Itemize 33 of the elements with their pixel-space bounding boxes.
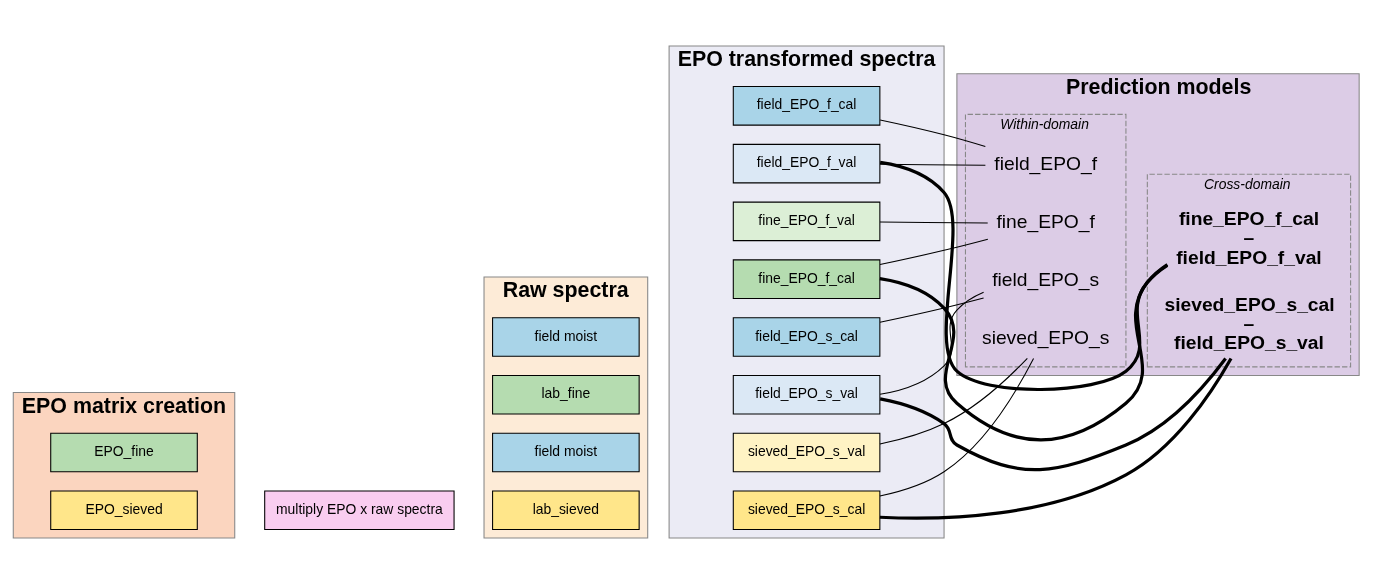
connector	[879, 221, 988, 224]
connector	[878, 357, 1034, 497]
connector	[879, 357, 1227, 471]
node-box: EPO_fine	[49, 432, 198, 472]
connector	[879, 163, 986, 166]
node-box: multiply EPO x raw spectra	[263, 489, 455, 530]
node-box: field_EPO_f_cal	[732, 85, 880, 126]
node-box: EPO_sieved	[49, 489, 198, 530]
connector	[878, 238, 988, 265]
connector	[879, 291, 984, 395]
connector	[878, 297, 984, 323]
node-box: field_EPO_s_val	[732, 374, 880, 414]
node-text: sieved_EPO_s	[981, 326, 1109, 348]
connector	[879, 118, 986, 147]
node-box: field_EPO_f_val	[732, 143, 880, 183]
node-box: fine_EPO_f_cal	[732, 258, 880, 299]
connector	[879, 357, 1232, 520]
node-box: sieved_EPO_s_val	[732, 432, 880, 472]
connector	[879, 160, 1168, 391]
node-box: field moist	[491, 432, 640, 472]
node-text: fine_EPO_f_cal – field_EPO_f_val	[1175, 207, 1322, 268]
node-box: lab_sieved	[491, 489, 640, 530]
node-text: fine_EPO_f	[995, 210, 1095, 232]
node-text: sieved_EPO_s_cal – field_EPO_s_val	[1163, 293, 1335, 353]
node-text: field_EPO_s	[991, 268, 1099, 290]
node-text: field_EPO_f	[993, 152, 1097, 174]
node-box: field_EPO_s_cal	[732, 316, 880, 357]
node-box: fine_EPO_f_val	[732, 201, 880, 241]
connector	[878, 357, 1028, 444]
node-box: lab_fine	[491, 374, 640, 414]
node-box: field moist	[491, 316, 640, 357]
node-box: sieved_EPO_s_cal	[732, 489, 880, 530]
connector	[879, 262, 1168, 441]
